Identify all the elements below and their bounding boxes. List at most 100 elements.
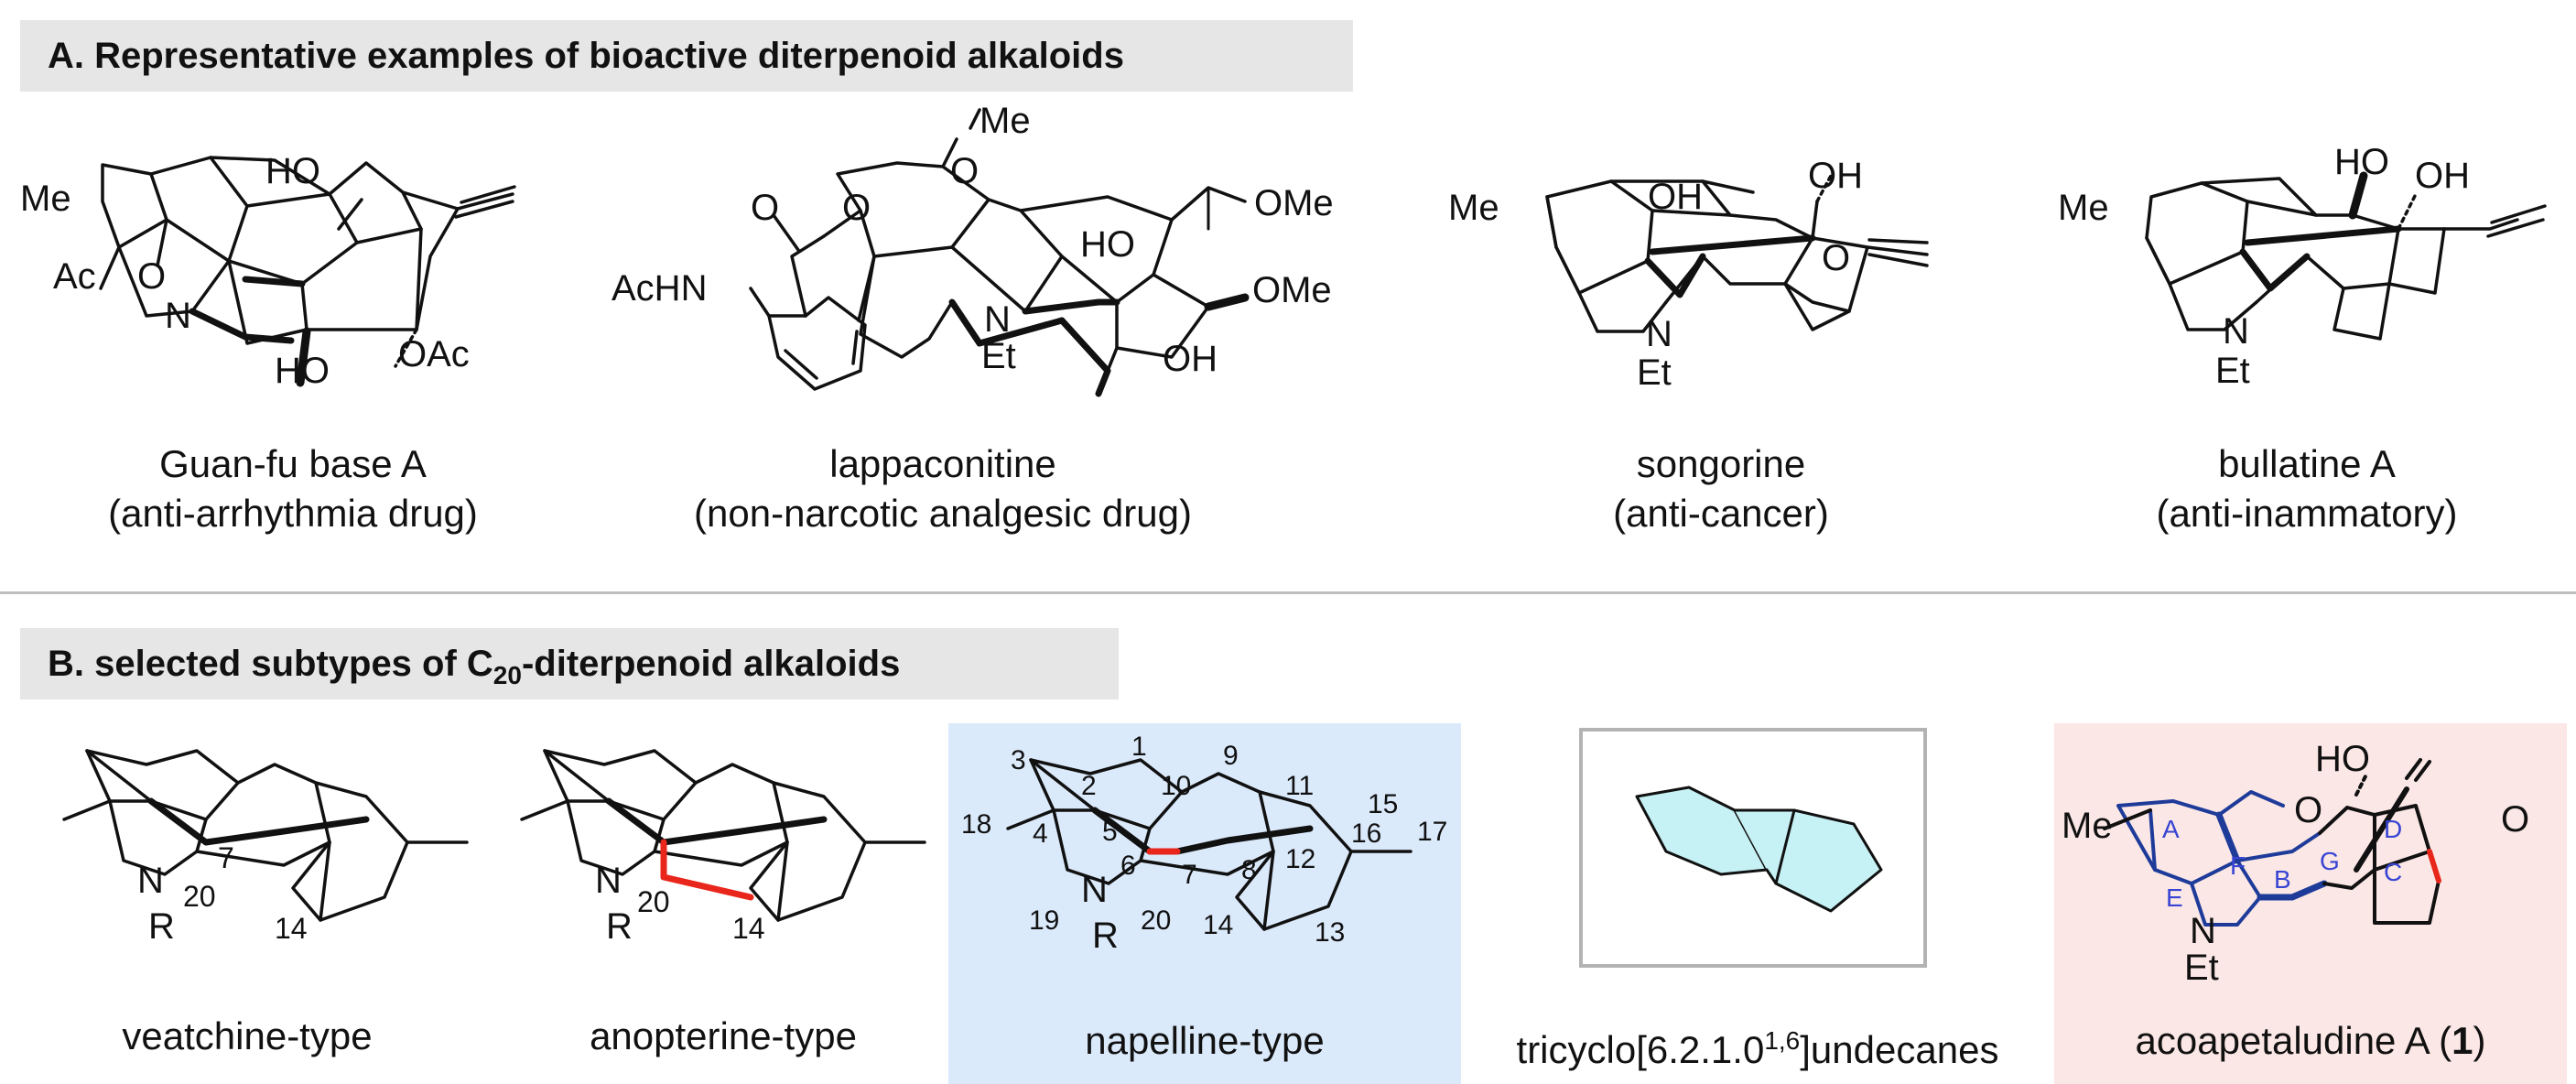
ring-label-b: B [2274, 865, 2291, 894]
subtype-anopterine: N R 20 14 anopterine-type [476, 714, 952, 1084]
acoapetaludine-structure: Me HO O O N Et A B C D E F G [2062, 739, 2529, 988]
songorine-caption: songorine (anti-cancer) [1492, 439, 1950, 538]
napelline-c4-label: 4 [1033, 818, 1048, 849]
acoapetaludine-n-label: N [2190, 911, 2216, 951]
napelline-c15-label: 15 [1368, 789, 1398, 819]
lappaconitine-ome2-label: OMe [1252, 270, 1332, 310]
napelline-c6-label: 6 [1120, 851, 1136, 881]
songorine-et-label: Et [1637, 352, 1672, 393]
lappaconitine-structure: Me O O O AcHN N Et HO OH OMe OMe [612, 101, 1334, 397]
ring-label-f: F [2230, 851, 2246, 880]
section-b-header: B. selected subtypes of C20-diterpenoid … [20, 628, 1119, 699]
section-b-title-suffix: -diterpenoid alkaloids [521, 644, 901, 684]
napelline-n-label: N [1081, 870, 1108, 910]
napelline-c3-label: 3 [1011, 745, 1026, 775]
lappaconitine-et-label: Et [981, 336, 1016, 376]
napelline-c19-label: 19 [1029, 905, 1059, 936]
veatchine-r-label: R [148, 906, 175, 947]
tricyclo-name-suffix: ]undecanes [1800, 1028, 1999, 1071]
anopterine-c20-label: 20 [637, 885, 670, 918]
guanfu-me-label: Me [20, 179, 71, 219]
section-a-title: A. Representative examples of bioactive … [48, 36, 1124, 76]
compound-name: lappaconitine [829, 442, 1056, 485]
tricyclo-caption: tricyclo[6.2.1.01,6]undecanes [1474, 1016, 2041, 1075]
napelline-c5-label: 5 [1102, 817, 1118, 847]
lappaconitine-ester-o-label: O [842, 188, 871, 228]
napelline-c18-label: 18 [961, 809, 991, 840]
napelline-caption: napelline-type [1085, 1019, 1325, 1062]
guanfu-ho-top-label: HO [265, 151, 320, 191]
guanfu-ho-bottom-label: HO [275, 351, 330, 391]
compound-guanfu-base-a: Me Ac O N HO HO OAc Guan-fu base A (anti… [0, 92, 586, 549]
acoapetaludine-et-label: Et [2184, 948, 2219, 988]
section-b-title-prefix: B. selected subtypes of C [48, 644, 493, 684]
guanfu-structure: Me Ac O N HO HO OAc [20, 151, 516, 391]
section-a-header: A. Representative examples of bioactive … [20, 20, 1353, 92]
tricyclo-frame [1579, 728, 1927, 968]
lappaconitine-me-label: Me [980, 101, 1031, 141]
guanfu-caption: Guan-fu base A (anti-arrhythmia drug) [37, 439, 549, 538]
compound-songorine: Me OH OH N Et O songorine (anti-cancer) [1428, 92, 2014, 549]
tricyclo-skeleton [1635, 786, 1883, 913]
napelline-skeleton: N R 1 2 3 4 5 6 7 8 9 10 11 12 13 14 15 … [961, 732, 1447, 956]
acoapetaludine-name-prefix: acoapetaludine A ( [2135, 1019, 2452, 1062]
bullatine-structure: Me HO OH N Et [2058, 142, 2547, 391]
section-divider [0, 591, 2576, 594]
veatchine-skeleton: N R 7 20 14 [62, 749, 469, 947]
acoapetaludine-ketone-o-label: O [2501, 799, 2529, 840]
guanfu-o-label: O [137, 256, 166, 297]
acoapetaludine-ring-o-label: O [2294, 790, 2322, 830]
napelline-r-label: R [1092, 916, 1119, 956]
veatchine-n-label: N [137, 861, 164, 901]
songorine-oh1-label: OH [1648, 177, 1703, 217]
napelline-c8-label: 8 [1241, 855, 1257, 885]
section-b-title-subscript: 20 [492, 661, 522, 689]
tricyclo-name-prefix: tricyclo[6.2.1.0 [1516, 1028, 1765, 1071]
napelline-c2-label: 2 [1081, 771, 1097, 801]
bullatine-et-label: Et [2215, 351, 2250, 391]
subtype-tricyclo-undecane: tricyclo[6.2.1.01,6]undecanes [1474, 723, 2041, 1084]
songorine-o-label: O [1822, 238, 1850, 278]
tricyclo-name-superscript: 1,6 [1764, 1026, 1801, 1055]
napelline-c9-label: 9 [1223, 741, 1239, 771]
compound-name: songorine [1636, 442, 1806, 485]
guanfu-n-label: N [165, 296, 191, 336]
lappaconitine-achn-label: AcHN [612, 268, 707, 309]
lappaconitine-n-label: N [984, 299, 1011, 340]
veatchine-c20-label: 20 [183, 880, 216, 913]
songorine-structure: Me OH OH N Et O [1448, 156, 1929, 393]
compound-bullatine-a: Me HO OH N Et bullatine A (anti-inammato… [2032, 92, 2576, 549]
veatchine-caption: veatchine-type [122, 1014, 373, 1057]
napelline-c7-label: 7 [1182, 860, 1197, 890]
napelline-c12-label: 12 [1285, 844, 1315, 874]
lappaconitine-ome1-label: OMe [1254, 183, 1334, 223]
compound-name: bullatine A [2218, 442, 2396, 485]
compound-acoapetaludine-a: Me HO O O N Et A B C D E F G acoapetalud… [2054, 723, 2567, 1084]
compound-activity: (anti-arrhythmia drug) [108, 492, 478, 535]
veatchine-c14-label: 14 [275, 912, 308, 945]
songorine-oh2-label: OH [1808, 156, 1863, 196]
compound-name: Guan-fu base A [159, 442, 427, 485]
ring-label-d: D [2384, 815, 2402, 843]
compound-activity: (anti-inammatory) [2156, 492, 2458, 535]
compound-activity: (non-narcotic analgesic drug) [694, 492, 1192, 535]
lappaconitine-caption: lappaconitine (non-narcotic analgesic dr… [659, 439, 1227, 538]
bullatine-me-label: Me [2058, 188, 2109, 228]
acoapetaludine-caption: acoapetaludine A (1) [2054, 1016, 2567, 1066]
napelline-c1-label: 1 [1131, 732, 1147, 762]
ring-label-g: G [2320, 847, 2340, 875]
acoapetaludine-compound-number: 1 [2452, 1019, 2473, 1062]
lappaconitine-oh-label: OH [1163, 339, 1218, 379]
acoapetaludine-me-label: Me [2062, 806, 2113, 846]
anopterine-r-label: R [606, 906, 633, 947]
lappaconitine-ring-o-label: O [950, 151, 979, 191]
anopterine-caption: anopterine-type [590, 1014, 857, 1057]
guanfu-ac-label: Ac [53, 256, 96, 297]
napelline-c16-label: 16 [1351, 818, 1381, 849]
napelline-c20-label: 20 [1141, 905, 1171, 936]
anopterine-c14-label: 14 [732, 912, 765, 945]
subtype-veatchine: N R 7 20 14 veatchine-type [0, 714, 476, 1084]
napelline-c14-label: 14 [1203, 910, 1233, 940]
ring-label-c: C [2384, 858, 2402, 886]
songorine-me-label: Me [1448, 188, 1499, 228]
